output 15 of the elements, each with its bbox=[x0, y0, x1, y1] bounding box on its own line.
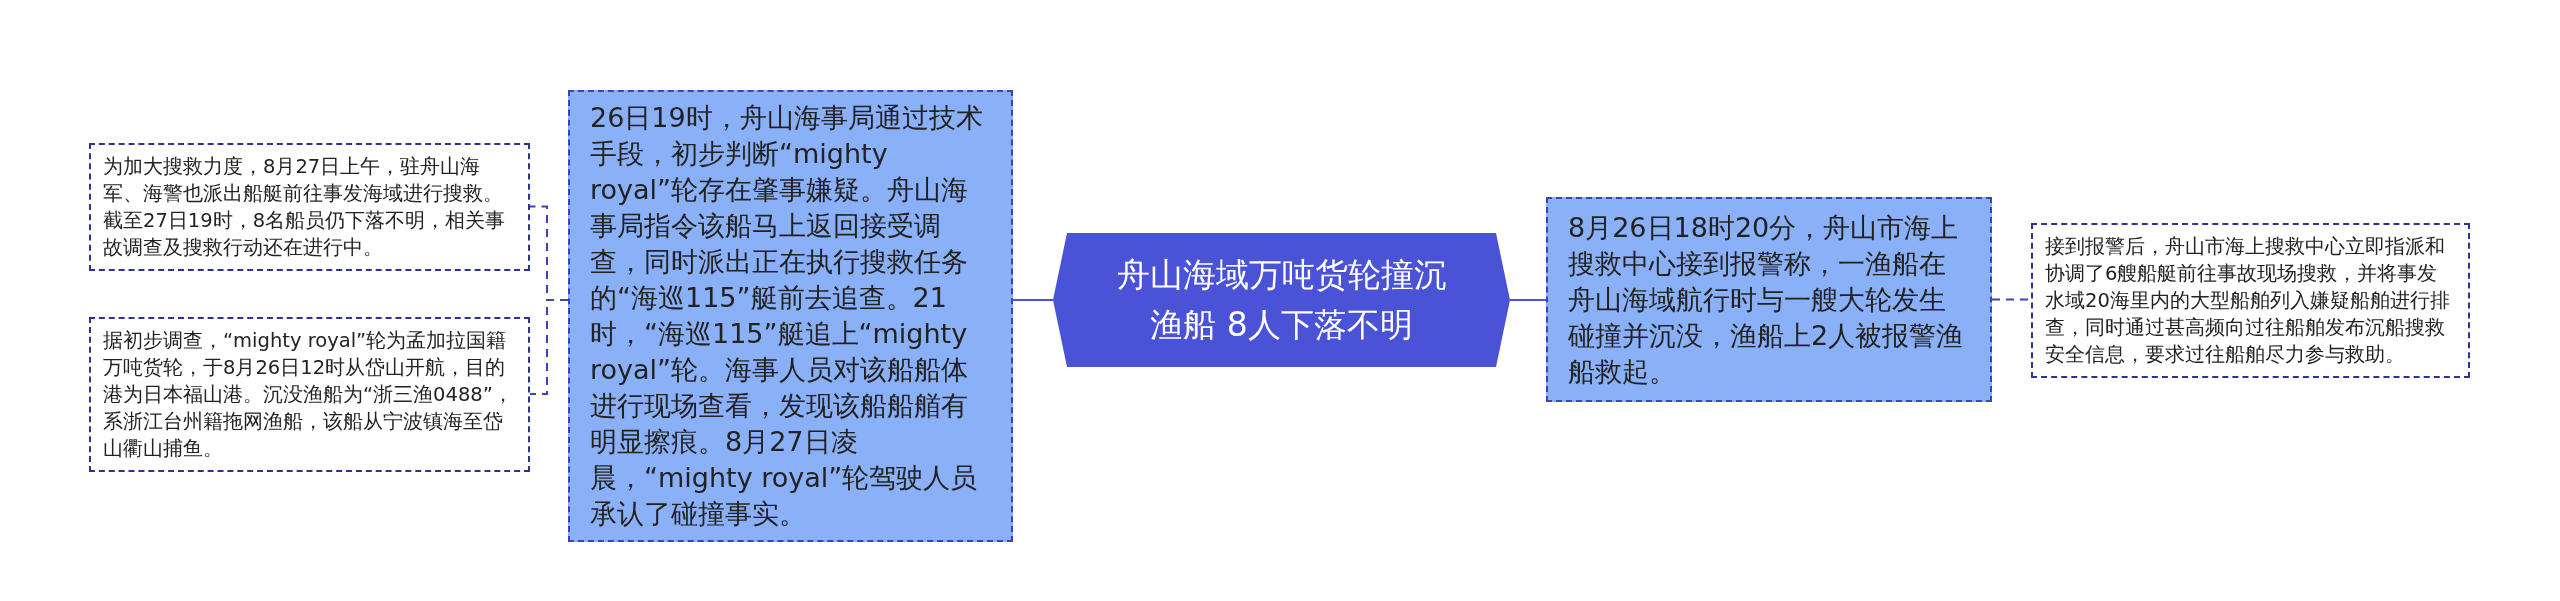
paragraph-text: 据初步调查，“mighty royal”轮为孟加拉国籍万吨货轮，于8月26日12时从岱山开航，目的港为日本福山港。沉没渔船为“浙三渔0488”，系浙江台州籍拖网渔船，该船从宁波镇海至岱山衢山捕鱼。 bbox=[103, 328, 514, 462]
topic-box bbox=[568, 90, 1013, 542]
paragraph-text: 8月26日18时20分，舟山市海上搜救中心接到报警称，一渔船在舟山海域航行时与一艘大轮发生碰撞并沉没，渔船上2人被报警渔船救起。 bbox=[1568, 210, 1965, 389]
connector-line bbox=[529, 299, 569, 395]
connector-line bbox=[1509, 299, 1547, 301]
paragraph-text: 接到报警后，舟山市海上搜救中心立即指派和协调了6艘船艇前往事故现场搜救，并将事发水域20海里内的大型船舶列入嫌疑船舶进行排查，同时通过甚高频向过往船舶发布沉船搜救安全信息，要求过往船舶尽力参与救助。 bbox=[2045, 234, 2451, 368]
topic-box bbox=[1546, 197, 1992, 402]
connector-line bbox=[1012, 299, 1054, 301]
detail-box bbox=[2031, 223, 2470, 378]
title-hexagon bbox=[1053, 233, 1510, 367]
paragraph-text: 为加大搜救力度，8月27日上午，驻舟山海军、海警也派出船艇前往事发海域进行搜救。截至27日19时，8名船员仍下落不明，相关事故调查及搜救行动还在进行中。 bbox=[103, 154, 507, 261]
title-text: 舟山海域万吨货轮撞沉渔船 8人下落不明 bbox=[1115, 254, 1448, 346]
detail-box bbox=[89, 317, 530, 472]
paragraph-text: 26日19时，舟山海事局通过技术手段，初步判断“mighty royal”轮存在肇事嫌疑。舟山海事局指令该船马上返回接受调查，同时派出正在执行搜救任务的“海巡115”艇前去追查。21时，“海巡115”艇追上“mighty royal”轮。海事人员对该船船体进行现场查看，发现该船船艏有明显擦痕。8月27日凌晨，“mighty royal”轮驾驶人员承认了碰撞事实。 bbox=[590, 101, 984, 531]
detail-box bbox=[89, 143, 530, 271]
